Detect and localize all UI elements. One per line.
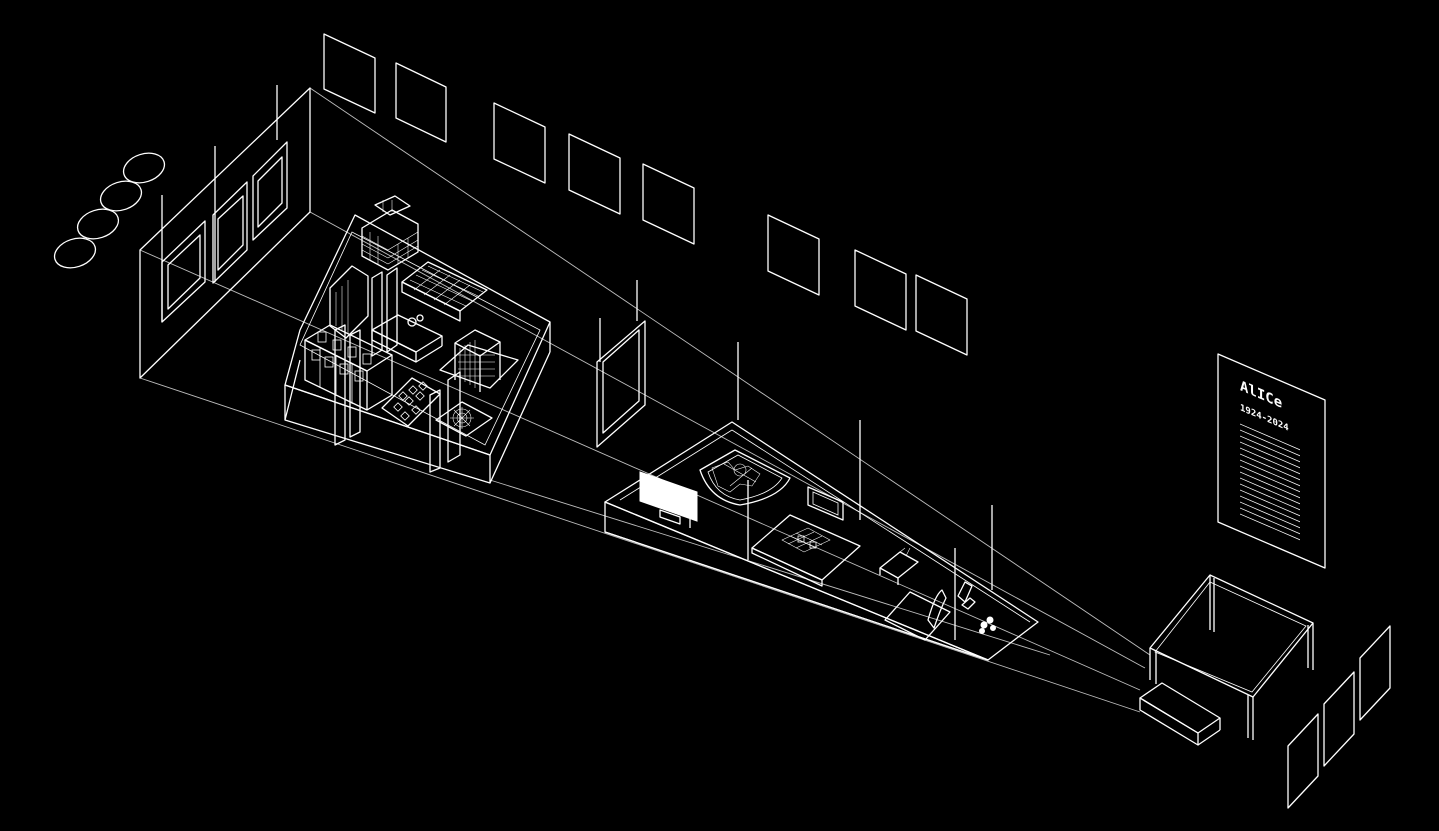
- poster: AlICe 1924-2024: [1217, 353, 1326, 569]
- monitor: [639, 471, 698, 528]
- side-panels: [1287, 625, 1391, 809]
- hatched-table: [401, 261, 488, 322]
- suspension-rods: [737, 342, 993, 640]
- floating-frames: [323, 33, 968, 356]
- left-wall-panel: [139, 85, 311, 379]
- left-exhibit-room: [284, 195, 551, 484]
- table: [1139, 574, 1314, 746]
- curved-display-table: [699, 449, 791, 506]
- poster-text-lines: [1240, 423, 1300, 541]
- middle-frame-panel: [596, 280, 646, 448]
- grid-cube: [439, 329, 519, 392]
- middle-exhibit-room: [604, 421, 1039, 661]
- oval-rings: [53, 152, 166, 269]
- burst-mat: [435, 401, 493, 437]
- tip-objects: [979, 616, 996, 634]
- dotted-mat: [381, 377, 441, 427]
- machine-model: [361, 195, 419, 271]
- circuit-table: [751, 514, 861, 587]
- display-cabinets: [304, 324, 393, 411]
